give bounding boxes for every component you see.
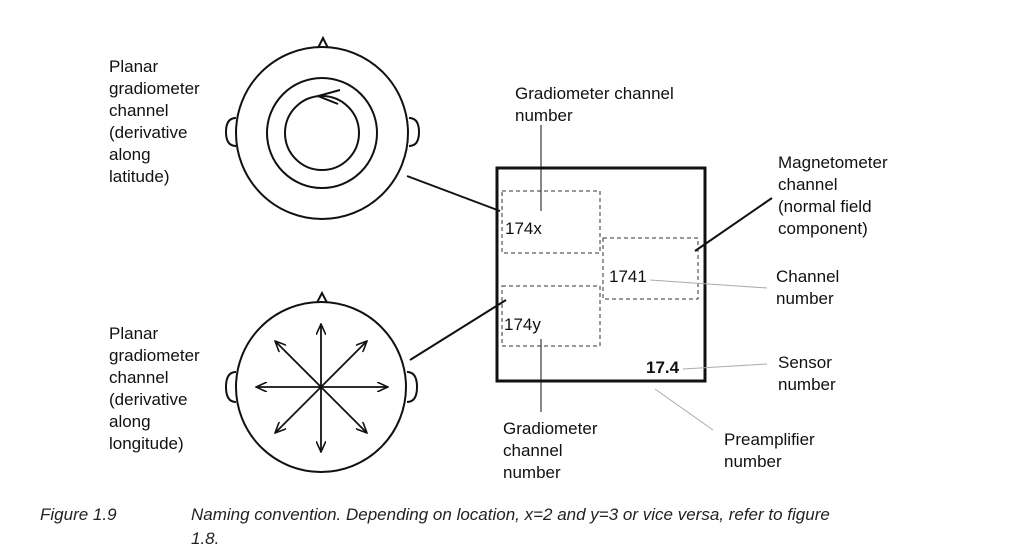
- leader-latitude: [406, 175, 501, 212]
- figure-caption: Naming convention. Depending on location…: [191, 505, 830, 524]
- label-magnetometer: Magnetometer channel (normal field compo…: [778, 153, 888, 238]
- figure-caption-cont: 1.8.: [191, 529, 220, 548]
- leader-magnetometer: [694, 197, 773, 252]
- channel-174y: 174y: [504, 315, 541, 334]
- channel-174x: 174x: [505, 219, 542, 238]
- leader-longitude: [409, 299, 507, 361]
- label-gradiometer-channel-bottom: Gradiometer channel number: [503, 419, 598, 482]
- sensor-box: [495, 166, 707, 383]
- leader-sensor-number: [682, 363, 768, 370]
- label-gradiometer-channel-top: Gradiometer channel number: [515, 84, 674, 125]
- sensor-17-4: 17.4: [646, 358, 680, 377]
- label-planar-longitude: Planar gradiometer channel (derivative a…: [109, 324, 200, 453]
- gradiometer-y-box: [501, 285, 601, 347]
- label-planar-latitude: Planar gradiometer channel (derivative a…: [109, 57, 200, 186]
- label-channel-number: Channel number: [776, 267, 840, 308]
- magnetometer-box: [602, 237, 699, 300]
- leader-preamplifier: [654, 388, 714, 431]
- label-preamplifier-number: Preamplifier number: [724, 430, 815, 471]
- arrows-icon: [256, 324, 388, 452]
- figure-label: Figure 1.9: [40, 505, 117, 524]
- label-sensor-number: Sensor number: [778, 353, 836, 394]
- head-top-icon: [224, 35, 421, 220]
- leader-channel-number: [649, 279, 768, 289]
- gradiometer-x-box: [501, 190, 601, 254]
- channel-1741: 1741: [609, 267, 647, 286]
